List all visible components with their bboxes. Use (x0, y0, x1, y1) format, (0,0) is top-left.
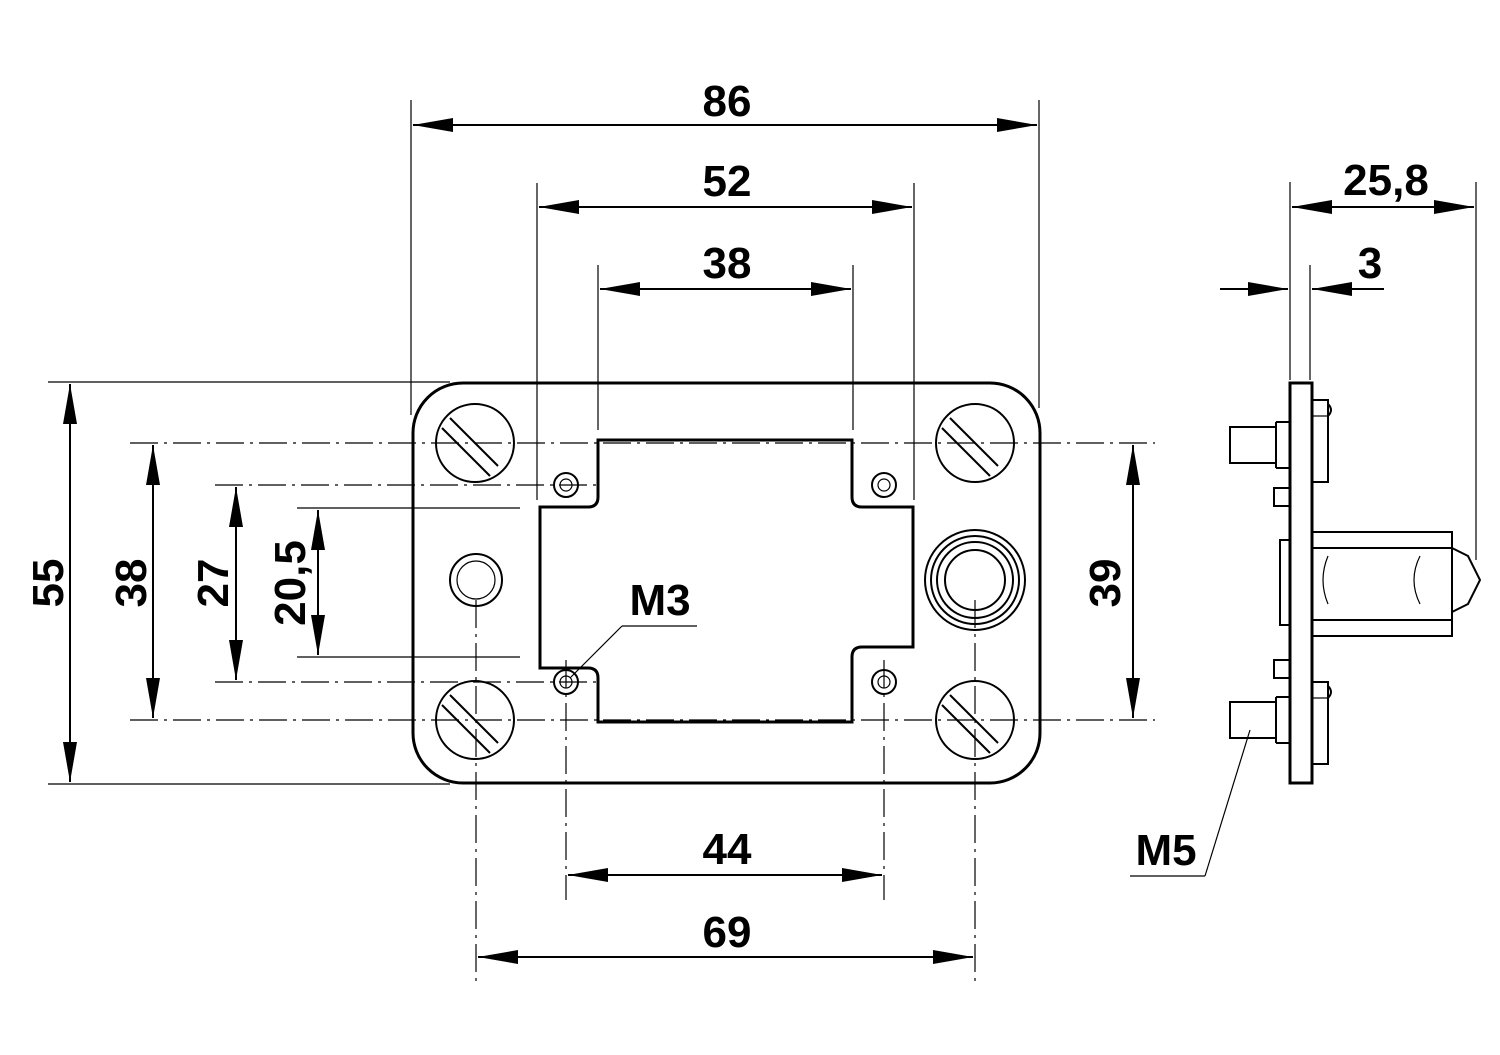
front-view (48, 100, 1155, 985)
m5-thread-label: M5 (1135, 826, 1196, 875)
m3-hole-top-right (871, 472, 897, 498)
top-stud (1229, 426, 1277, 464)
dim-38-top-label: 38 (703, 239, 752, 288)
center-lines (130, 442, 1155, 985)
dim-3-label: 3 (1358, 239, 1382, 288)
m3-leader (569, 625, 697, 679)
dim-25-8-label: 25,8 (1343, 156, 1429, 205)
left-hole (449, 553, 503, 607)
cutout-outline (538, 438, 915, 724)
side-view (1130, 182, 1482, 877)
dim-55-label: 55 (24, 559, 73, 608)
dim-69-label: 69 (703, 908, 752, 957)
side-plate (1288, 381, 1314, 785)
dim-27-label: 27 (189, 559, 238, 608)
dim-52-label: 52 (703, 157, 752, 206)
side-gland-body (1311, 531, 1453, 637)
dim-38-left-label: 38 (107, 559, 156, 608)
dimension-labels: 86 52 38 44 69 25,8 3 55 38 27 20,5 39 M… (24, 77, 1429, 957)
dim-39-label: 39 (1081, 559, 1130, 608)
plate-outline (411, 381, 1042, 785)
m3-thread-label: M3 (629, 576, 690, 625)
dim-86-label: 86 (703, 77, 752, 126)
right-gland (924, 529, 1026, 631)
dim-44-label: 44 (703, 825, 752, 874)
extension-lines (48, 100, 1040, 785)
bottom-stud (1229, 701, 1277, 739)
dim-20-5-label: 20,5 (266, 540, 315, 626)
dimension-lines (63, 118, 1140, 964)
